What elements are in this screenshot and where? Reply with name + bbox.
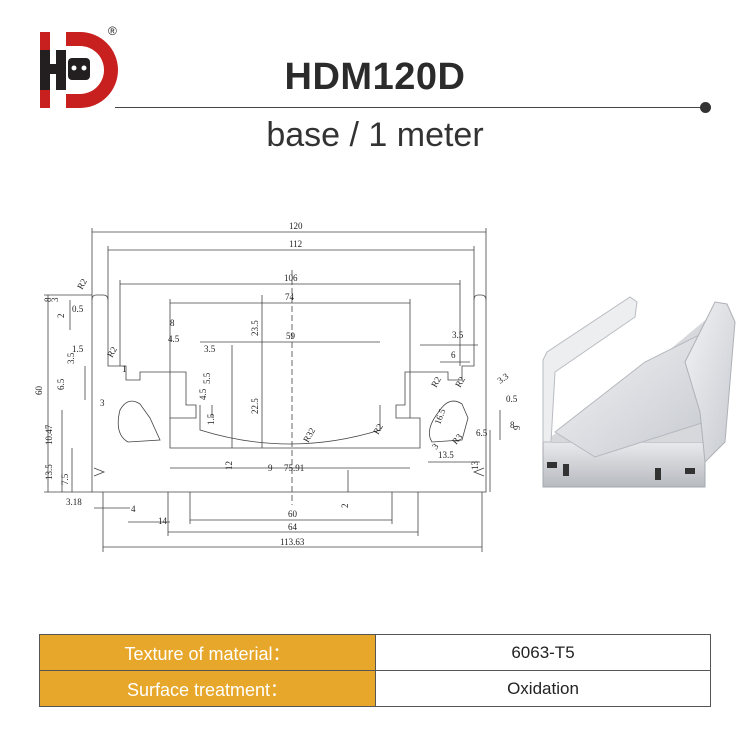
- dim-left-3b: 3: [100, 398, 105, 408]
- dim-6: 6: [451, 350, 456, 360]
- dim-right-0-5: 0.5: [506, 394, 518, 404]
- page-title: HDM120D: [284, 56, 466, 98]
- dim-left-8: 8: [43, 297, 53, 302]
- dim-inner-59: 59: [286, 331, 296, 341]
- dim-right-8: 8: [510, 420, 515, 430]
- profile-cross-section-drawing: 120 112 106 74 59 3.5 3.5 8 4.5 6 23.5 2…: [34, 221, 522, 552]
- dim-left-3-5: 3.5: [66, 352, 76, 364]
- dim-14: 14: [158, 516, 168, 526]
- spec-label-surface: Surface treatment：: [39, 670, 376, 707]
- dim-8-left: 8: [170, 318, 175, 328]
- dim-4: 4: [131, 504, 136, 514]
- page-subtitle: base / 1 meter: [266, 116, 484, 154]
- spec-label-material: Texture of material：: [39, 634, 376, 671]
- radius-r3: R3: [450, 431, 465, 446]
- dim-right-6-5: 6.5: [476, 428, 488, 438]
- title-divider: [115, 107, 705, 108]
- dim-23-5: 23.5: [250, 320, 260, 336]
- registered-mark: ®: [108, 24, 117, 38]
- dim-left-1: 1: [122, 364, 127, 374]
- table-row: Surface treatment： Oxidation: [39, 670, 711, 707]
- dim-2: 2: [340, 504, 350, 509]
- dim-5-5: 5.5: [202, 372, 212, 384]
- dim-4-5-vertical: 4.5: [198, 388, 208, 400]
- radius-r2-inner-left: R2: [105, 345, 119, 359]
- dim-64-bottom: 64: [288, 522, 298, 532]
- dim-right-13: 13: [470, 461, 480, 471]
- radius-r2-channel: R2: [371, 422, 385, 436]
- dim-60-bottom: 60: [288, 509, 298, 519]
- dim-113-63: 113.63: [280, 537, 305, 547]
- dim-left-3: 3: [50, 297, 60, 302]
- dim-left-6-5: 6.5: [56, 378, 66, 390]
- dim-right-13-5: 13.5: [438, 450, 454, 460]
- dim-overall-width: 120: [289, 221, 303, 231]
- dim-75-91: 75.91: [284, 463, 304, 473]
- dim-inner-channel-width: 106: [284, 273, 298, 283]
- dim-right-16-5: 16.5: [432, 407, 447, 426]
- dim-left-1-5: 1.5: [72, 344, 84, 354]
- dim-1-5: 1.5: [206, 413, 216, 425]
- divider-dot: [700, 102, 711, 113]
- dim-outer-channel-width: 112: [289, 239, 302, 249]
- table-row: Texture of material： 6063-T5: [39, 634, 711, 671]
- dim-3-5-left: 3.5: [204, 344, 216, 354]
- dim-4-5: 4.5: [168, 334, 180, 344]
- radius-r2-top-left: R2: [75, 277, 89, 291]
- dim-13-5-left: 13.5: [44, 464, 54, 480]
- spec-value-material: 6063-T5: [375, 634, 711, 671]
- dim-left-2: 2: [56, 314, 66, 319]
- dim-height-60: 60: [34, 386, 44, 396]
- dim-9: 9: [268, 463, 273, 473]
- spec-value-surface: Oxidation: [375, 670, 711, 707]
- dim-right-3-3: 3.3: [495, 371, 510, 386]
- profile-3d-render: [542, 296, 736, 488]
- dim-right-3: 3: [430, 441, 441, 451]
- dim-22-5: 22.5: [250, 398, 260, 414]
- dim-3-5-right: 3.5: [452, 330, 464, 340]
- spec-table: Texture of material： 6063-T5 Surface tre…: [39, 634, 711, 707]
- radius-r2-inner-right-a: R2: [429, 375, 443, 389]
- dim-inner-74: 74: [285, 292, 295, 302]
- radius-r32: R32: [301, 426, 317, 444]
- dim-right-9: 9: [512, 425, 522, 430]
- dim-3-18: 3.18: [66, 497, 82, 507]
- dim-7-5: 7.5: [60, 473, 70, 485]
- dim-left-0-5: 0.5: [72, 304, 84, 314]
- radius-r2-inner-right-b: R2: [453, 375, 467, 389]
- dim-10-47: 10.47: [44, 424, 54, 445]
- dim-12: 12: [224, 461, 234, 470]
- brand-logo: [40, 32, 118, 108]
